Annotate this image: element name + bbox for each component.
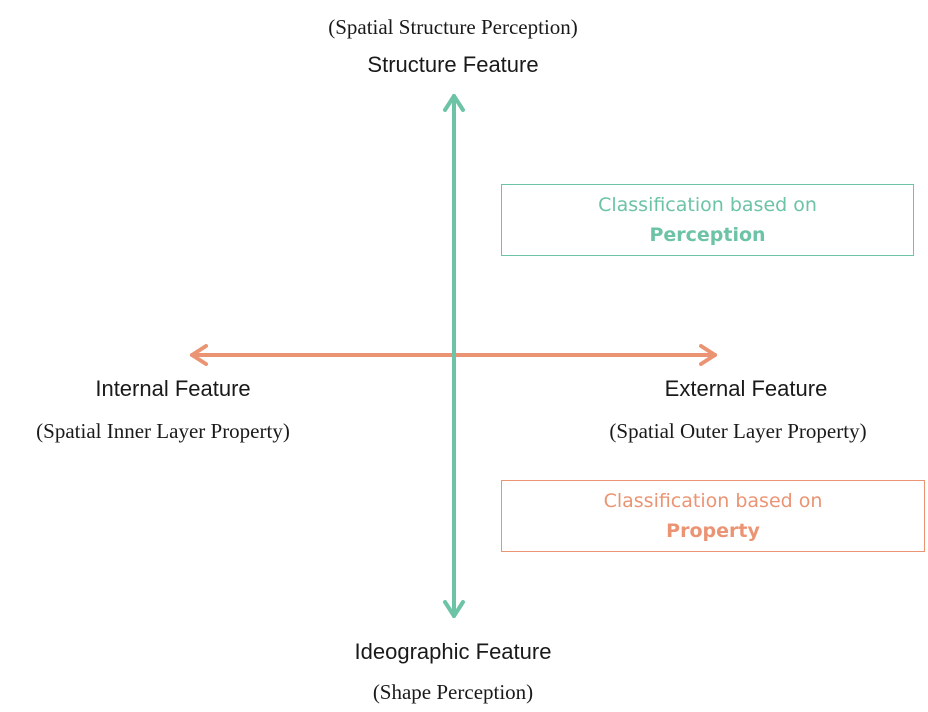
down-arrowhead-icon xyxy=(443,600,465,618)
property-box-line1: Classification based on xyxy=(603,490,823,512)
right-arrowhead-icon xyxy=(699,344,717,366)
perception-box-line1: Classification based on xyxy=(598,194,817,216)
top-axis-title: Structure Feature xyxy=(367,52,539,77)
perception-box-line2: Perception xyxy=(649,224,766,246)
left-axis-subtitle: (Spatial Inner Layer Property) xyxy=(36,419,290,443)
vertical-axis xyxy=(443,94,465,618)
left-arrowhead-icon xyxy=(190,344,208,366)
bottom-axis-title: Ideographic Feature xyxy=(354,639,552,664)
top-axis-subtitle: (Spatial Structure Perception) xyxy=(328,15,578,39)
property-box-line2: Property xyxy=(666,520,760,542)
right-axis-subtitle: (Spatial Outer Layer Property) xyxy=(609,419,867,443)
perception-classification-box: Classification based on Perception xyxy=(501,184,914,256)
right-axis-title: External Feature xyxy=(664,376,828,401)
bottom-axis-subtitle: (Shape Perception) xyxy=(372,680,534,704)
property-classification-box: Classification based on Property xyxy=(501,480,925,552)
left-axis-title: Internal Feature xyxy=(95,376,251,401)
up-arrowhead-icon xyxy=(443,94,465,112)
